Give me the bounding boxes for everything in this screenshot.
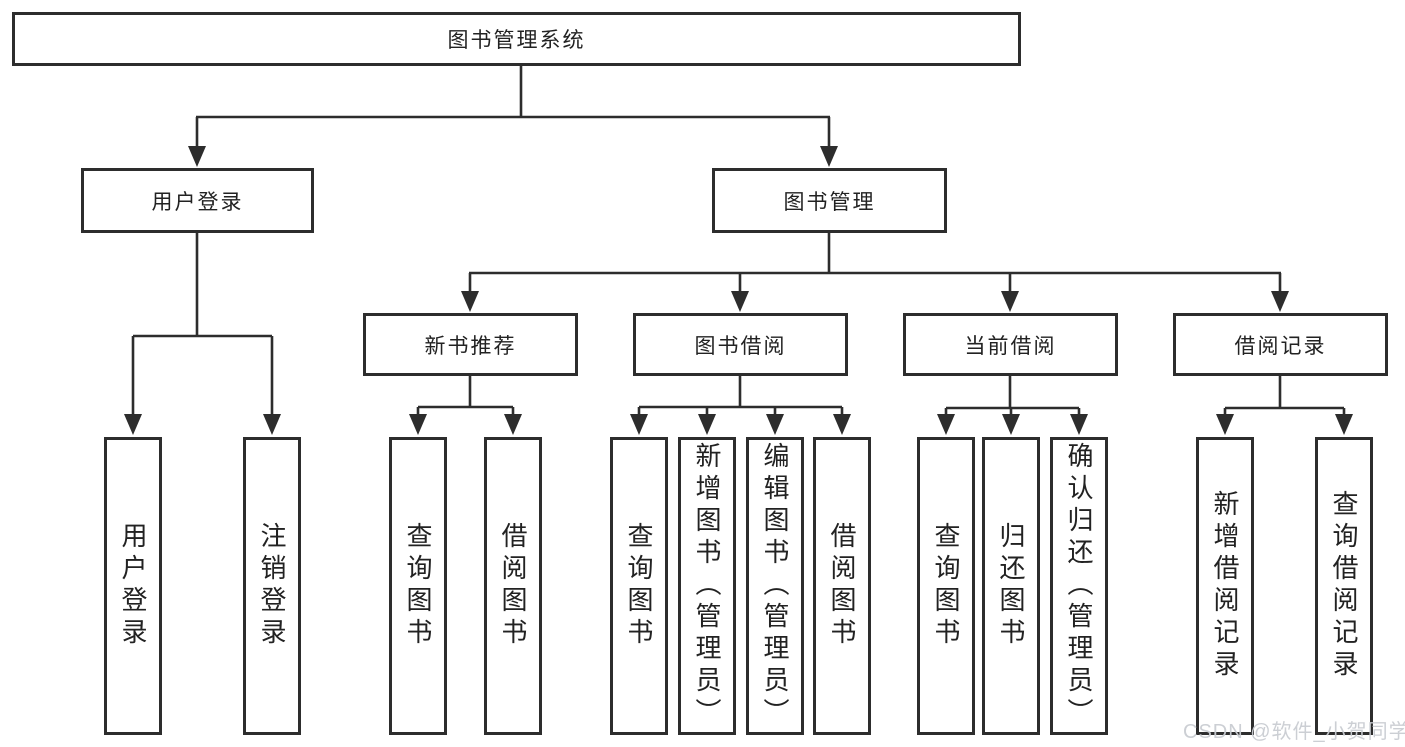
leaf-logout: 注销登录 <box>243 437 301 735</box>
node-label: 图书管理 <box>783 190 876 214</box>
node-label: 确认归还（管理员） <box>1064 442 1094 730</box>
leaf-current-query-books: 查询图书 <box>917 437 975 735</box>
node-label: 当前借阅 <box>964 334 1057 358</box>
leaf-record-query-borrow-record: 查询借阅记录 <box>1315 437 1373 735</box>
node-label: 新增图书（管理员） <box>692 442 722 730</box>
node-label: 编辑图书（管理员） <box>760 442 790 730</box>
arrowheads <box>124 146 1353 435</box>
leaf-borrow-add-books-admin: 新增图书（管理员） <box>678 437 736 735</box>
node-new-book-recommend: 新书推荐 <box>363 313 578 376</box>
leaf-user-login: 用户登录 <box>104 437 162 735</box>
leaf-borrow-edit-books-admin: 编辑图书（管理员） <box>746 437 804 735</box>
node-book-borrow: 图书借阅 <box>633 313 848 376</box>
node-root-system: 图书管理系统 <box>12 12 1021 66</box>
node-label: 借阅记录 <box>1234 334 1327 358</box>
node-user-login-module: 用户登录 <box>81 168 314 233</box>
leaf-current-return-books: 归还图书 <box>982 437 1040 735</box>
node-label: 图书借阅 <box>694 334 787 358</box>
node-label: 借阅图书 <box>827 522 857 650</box>
node-label: 新书推荐 <box>424 334 517 358</box>
leaf-borrow-query-books: 查询图书 <box>610 437 668 735</box>
node-label: 新增借阅记录 <box>1210 490 1240 682</box>
node-label: 归还图书 <box>996 522 1026 650</box>
csdn-watermark: CSDN @软件_小贺同学 <box>1183 721 1405 743</box>
node-borrow-record: 借阅记录 <box>1173 313 1388 376</box>
node-label: 图书管理系统 <box>447 29 586 52</box>
node-label: 查询借阅记录 <box>1329 490 1359 682</box>
node-label: 用户登录 <box>151 190 244 214</box>
node-label: 查询图书 <box>624 522 654 650</box>
leaf-current-confirm-return-admin: 确认归还（管理员） <box>1050 437 1108 735</box>
leaf-newbook-query-books: 查询图书 <box>389 437 447 735</box>
leaf-borrow-borrow-books: 借阅图书 <box>813 437 871 735</box>
leaf-newbook-borrow-books: 借阅图书 <box>484 437 542 735</box>
node-label: 借阅图书 <box>498 522 528 650</box>
node-label: 查询图书 <box>931 522 961 650</box>
node-label: 用户登录 <box>118 522 148 650</box>
node-book-management-module: 图书管理 <box>712 168 947 233</box>
node-label: 注销登录 <box>257 522 287 650</box>
node-current-borrow: 当前借阅 <box>903 313 1118 376</box>
leaf-record-add-borrow-record: 新增借阅记录 <box>1196 437 1254 735</box>
node-label: 查询图书 <box>403 522 433 650</box>
